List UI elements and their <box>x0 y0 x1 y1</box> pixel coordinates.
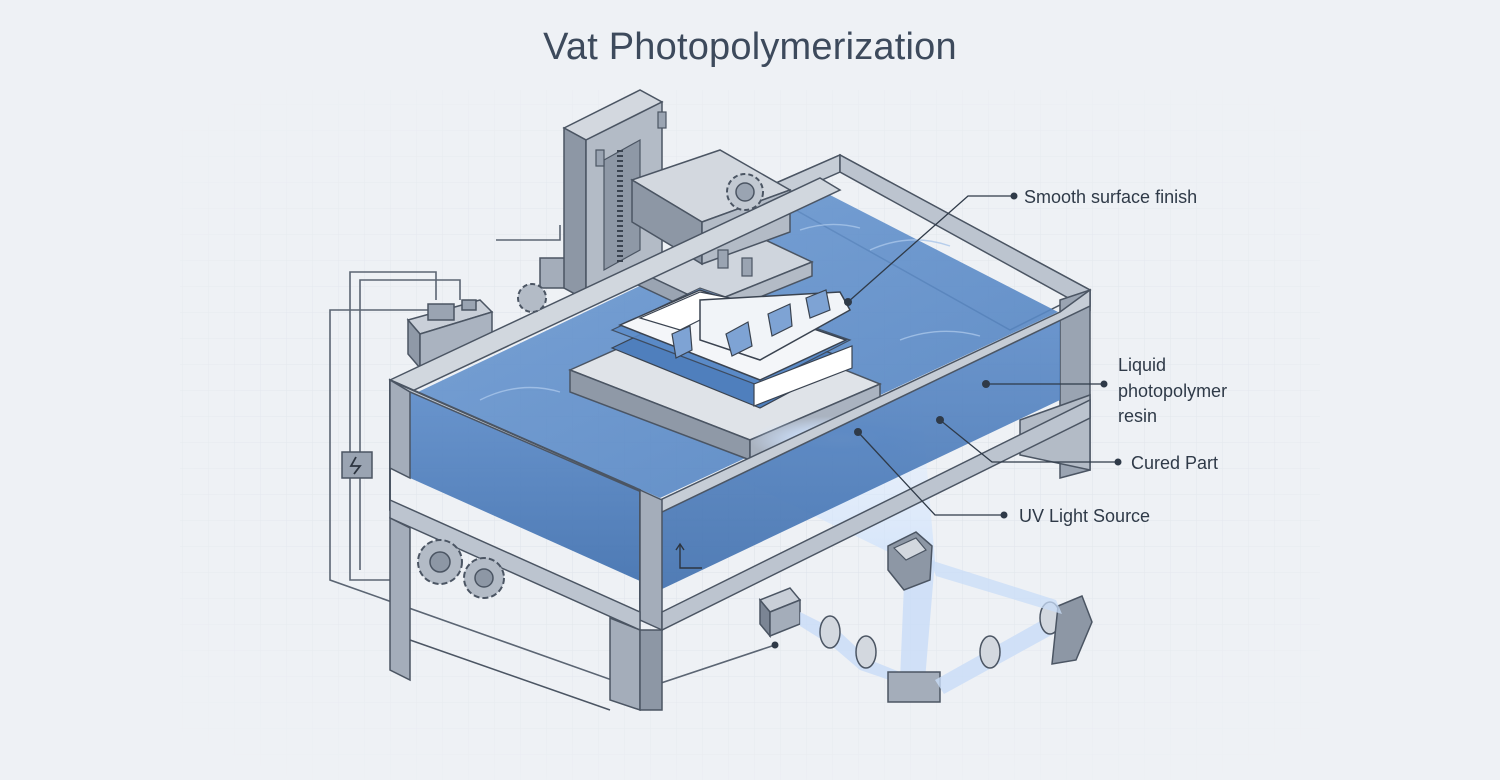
label-cured-part: Cured Part <box>1131 453 1219 473</box>
control-wiring <box>329 225 776 691</box>
z-axis-column <box>562 89 667 302</box>
label-resin-line1: Liquid <box>1118 355 1167 375</box>
callout-dots <box>771 192 1122 649</box>
power-switch-icon <box>341 451 373 479</box>
resin-ripples <box>479 223 981 401</box>
cured-part-model <box>568 287 882 462</box>
gear-icon <box>726 173 764 211</box>
label-uv-light-source: UV Light Source <box>1019 506 1151 526</box>
label-smooth-surface: Smooth surface finish <box>1024 187 1198 207</box>
label-resin-line2: photopolymer <box>1118 381 1228 401</box>
callout-leaders <box>847 195 1118 516</box>
uv-beam-lower <box>900 560 935 680</box>
controller-box <box>406 257 579 371</box>
label-resin-line3: resin <box>1118 406 1158 426</box>
uv-optics-assembly <box>758 531 1093 703</box>
resin-vat-front <box>388 177 1091 712</box>
drive-gears-icon <box>417 283 547 599</box>
diagram-title: Vat Photopolymerization <box>543 26 957 68</box>
